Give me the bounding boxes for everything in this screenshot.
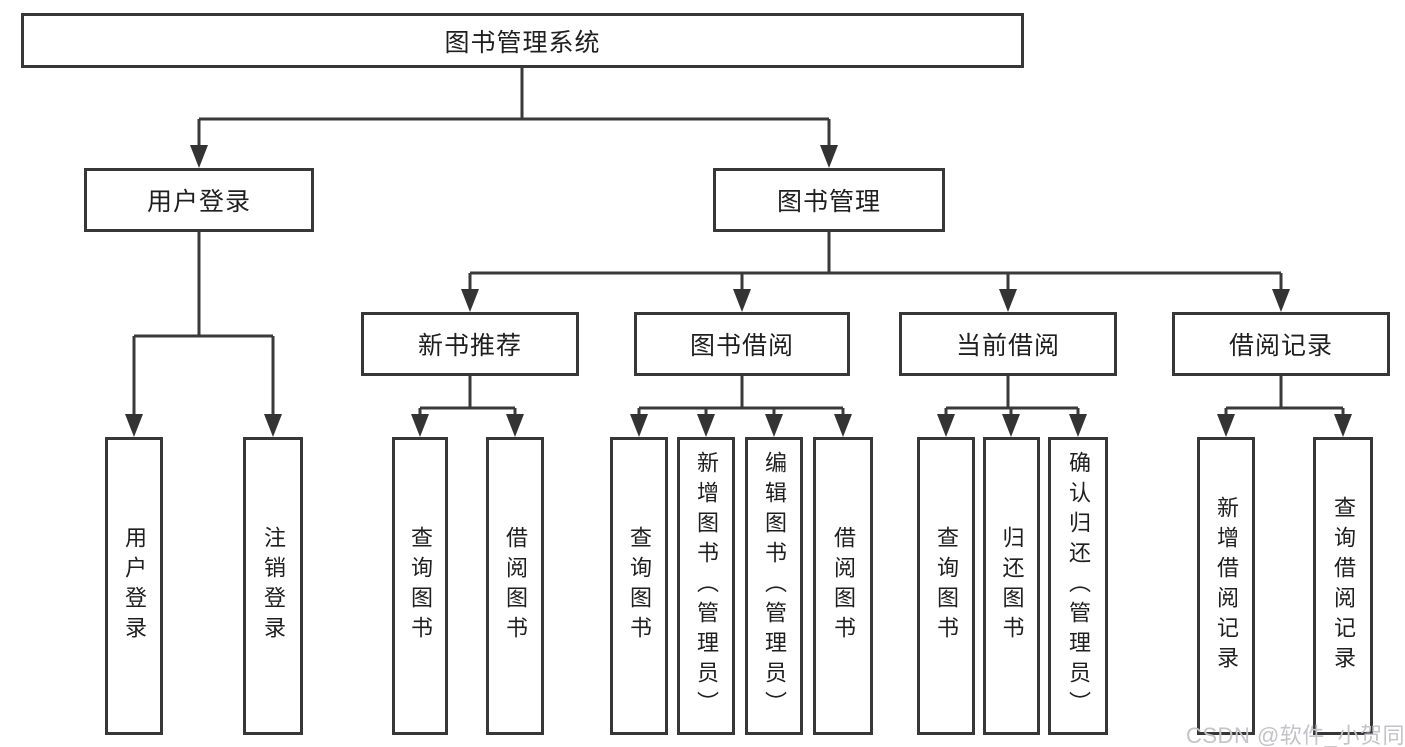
leaf-current-query-label: 查询图书 bbox=[934, 526, 959, 646]
leaf-user-login-label: 用户登录 bbox=[122, 526, 147, 646]
leaf-current-confirm-return: 确认归还（管理员） bbox=[1048, 437, 1108, 735]
leaf-book-borrow-edit-label: 编辑图书（管理员） bbox=[762, 451, 787, 721]
leaf-logout: 注销登录 bbox=[243, 437, 303, 735]
leaf-new-books-borrow: 借阅图书 bbox=[486, 437, 544, 735]
leaf-current-confirm-return-label: 确认归还（管理员） bbox=[1066, 451, 1091, 721]
node-user-login-label: 用户登录 bbox=[146, 188, 251, 216]
node-new-book-recommend-label: 新书推荐 bbox=[417, 332, 522, 360]
node-user-login: 用户登录 bbox=[84, 168, 314, 232]
leaf-current-return-label: 归还图书 bbox=[999, 526, 1025, 646]
node-root-label: 图书管理系统 bbox=[444, 28, 601, 57]
leaf-book-borrow-add-label: 新增图书（管理员） bbox=[694, 451, 719, 721]
node-borrow-records-label: 借阅记录 bbox=[1228, 332, 1333, 360]
leaf-new-books-query-label: 查询图书 bbox=[408, 526, 433, 646]
node-book-borrow-label: 图书借阅 bbox=[689, 332, 794, 360]
node-borrow-records: 借阅记录 bbox=[1172, 312, 1390, 376]
leaf-records-add: 新增借阅记录 bbox=[1197, 437, 1255, 735]
leaf-new-books-borrow-label: 借阅图书 bbox=[503, 526, 528, 646]
node-current-borrow: 当前借阅 bbox=[899, 312, 1117, 376]
node-root: 图书管理系统 bbox=[21, 13, 1024, 68]
leaf-current-query: 查询图书 bbox=[917, 437, 975, 735]
leaf-book-borrow-borrow: 借阅图书 bbox=[813, 437, 873, 735]
leaf-logout-label: 注销登录 bbox=[261, 526, 286, 646]
leaf-records-query: 查询借阅记录 bbox=[1313, 437, 1373, 735]
node-current-borrow-label: 当前借阅 bbox=[955, 332, 1060, 360]
watermark: CSDN @软件_小贺同学 bbox=[1186, 723, 1405, 747]
leaf-book-borrow-edit: 编辑图书（管理员） bbox=[745, 437, 803, 735]
leaf-book-borrow-borrow-label: 借阅图书 bbox=[831, 526, 856, 646]
leaf-book-borrow-add: 新增图书（管理员） bbox=[677, 437, 735, 735]
leaf-new-books-query: 查询图书 bbox=[392, 437, 448, 735]
leaf-book-borrow-query-label: 查询图书 bbox=[627, 526, 652, 646]
leaf-records-query-label: 查询借阅记录 bbox=[1331, 496, 1356, 676]
leaf-book-borrow-query: 查询图书 bbox=[610, 437, 668, 735]
node-book-management-label: 图书管理 bbox=[776, 188, 881, 216]
leaf-records-add-label: 新增借阅记录 bbox=[1214, 496, 1239, 676]
leaf-current-return: 归还图书 bbox=[983, 437, 1040, 735]
node-new-book-recommend: 新书推荐 bbox=[361, 312, 579, 376]
node-book-borrow: 图书借阅 bbox=[634, 312, 850, 376]
node-book-management: 图书管理 bbox=[713, 168, 945, 232]
leaf-user-login: 用户登录 bbox=[105, 437, 163, 735]
